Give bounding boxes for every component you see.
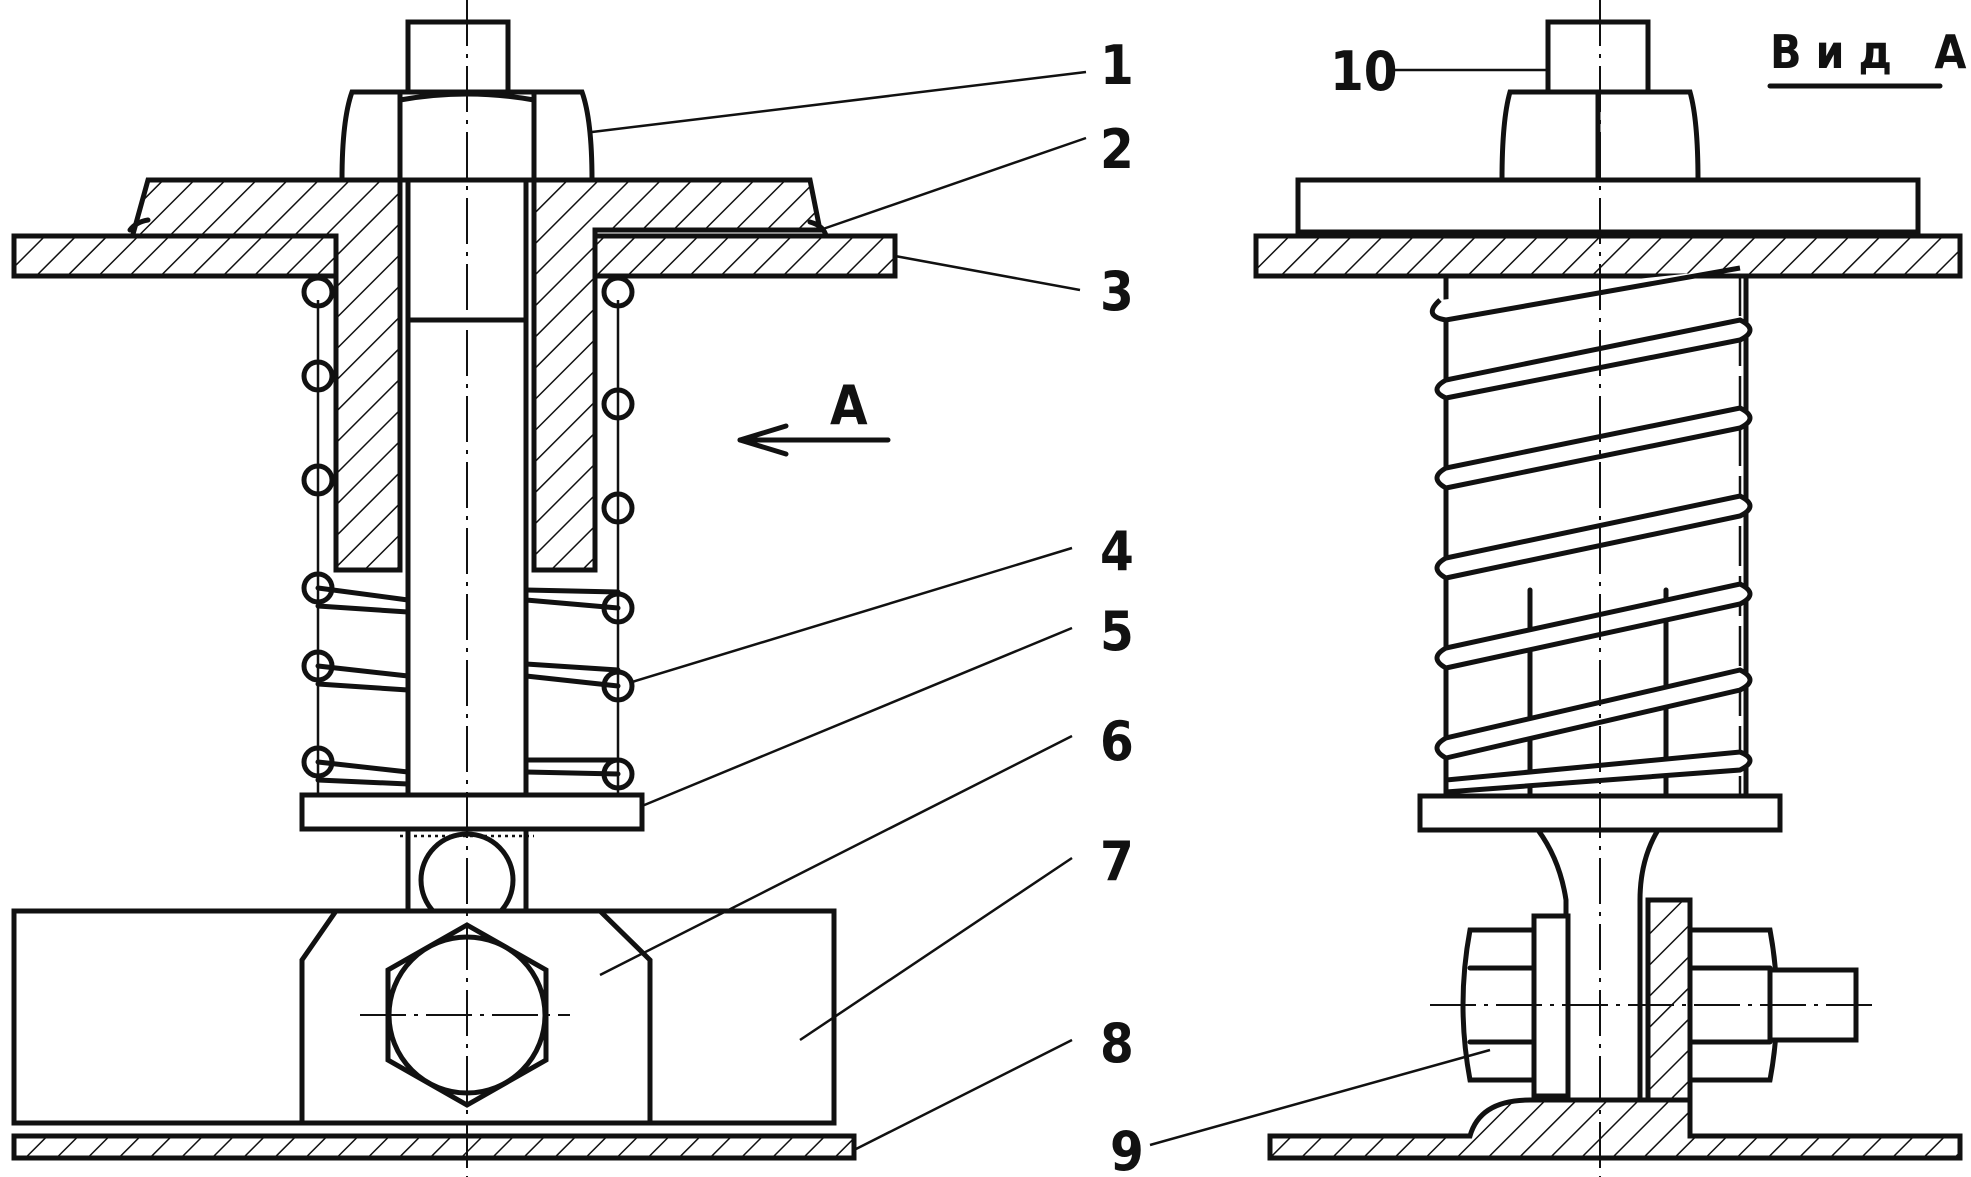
label-4: 4 [1100,520,1134,583]
plate-8 [11,1133,857,1161]
washer-5 [299,792,645,832]
label-9: 9 [1110,1120,1144,1177]
arrow-a-label: А [830,374,868,437]
spring-4-section [301,275,635,800]
label-3: 3 [1100,260,1134,323]
leaders [591,68,1548,1152]
label-1: 1 [1100,34,1134,97]
label-7: 7 [1100,830,1134,893]
label-10: 10 [1330,40,1398,103]
section-view: А [11,0,898,1177]
plate-view-a [1295,177,1921,235]
bolt-end-10 [1545,19,1651,95]
view-a: Вид А [1253,0,1971,1177]
view-arrow-a: А [737,374,891,457]
part-numbers: 1 2 3 4 5 6 7 8 9 10 [1100,34,1398,1177]
label-8: 8 [1100,1012,1134,1075]
frame-3-left [11,233,339,279]
label-6: 6 [1100,710,1134,773]
frame-view-a [1253,233,1963,279]
view-a-title: Вид А [1770,25,1971,79]
spring-view-a [1429,265,1753,799]
label-5: 5 [1100,600,1134,663]
base-view-a [1267,1097,1963,1161]
bolt-end [405,19,511,95]
label-2: 2 [1100,118,1134,181]
plate-2-right [531,177,824,573]
frame-3-right [592,233,898,279]
